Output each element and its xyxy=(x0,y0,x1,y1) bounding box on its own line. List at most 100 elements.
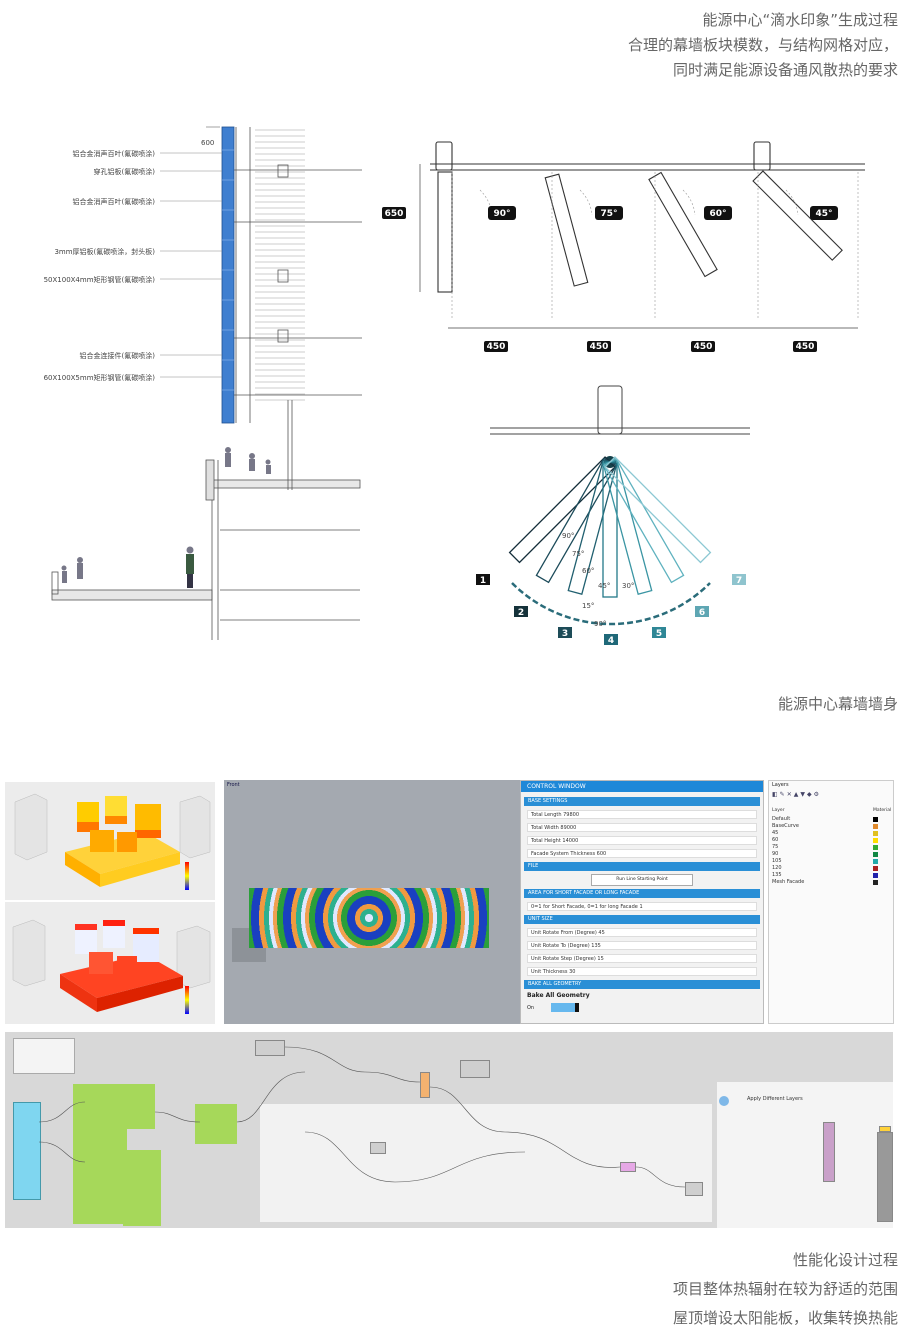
fan-angle-4: 45° xyxy=(598,582,610,590)
row-rotate-from[interactable]: Unit Rotate From (Degree) 45 xyxy=(527,928,757,937)
layer-color-swatch[interactable] xyxy=(873,838,878,843)
gh-node[interactable] xyxy=(620,1162,636,1172)
gh-node[interactable] xyxy=(879,1126,891,1132)
section-label-2: 穿孔铝板(氟碳喷涂) xyxy=(94,167,156,176)
layer-color-swatch[interactable] xyxy=(873,859,878,864)
spacing-badge-2: 450 xyxy=(590,342,609,352)
layers-title: Layers xyxy=(772,782,789,788)
gh-node[interactable] xyxy=(823,1122,835,1182)
layer-color-swatch[interactable] xyxy=(873,852,878,857)
louvre-fan-diagram: 90° 75° 60° 45° 30° 15° 90° 1 2 3 4 5 6 … xyxy=(476,385,750,646)
section-label-5: 50X100X4mm矩形钢管(氟碳喷涂) xyxy=(44,275,156,284)
gh-white-group xyxy=(260,1104,712,1222)
row-facade-thickness[interactable]: Facade System Thickness 600 xyxy=(527,849,757,858)
bake-toggle[interactable] xyxy=(551,1003,579,1012)
row-total-height[interactable]: Total Height 14000 xyxy=(527,836,757,845)
layer-item[interactable]: 135 xyxy=(772,872,782,878)
layer-item[interactable]: 45 xyxy=(772,830,779,836)
layer-item[interactable]: Mesh Facade xyxy=(772,879,805,885)
wall-section-drawing: 600 铝合金消声百叶(氟碳喷涂) 穿孔铝板(氟碳喷涂) 铝合金消声百叶(氟碳喷… xyxy=(44,126,362,640)
caption-bottom-line-2: 项目整体热辐射在较为舒适的范围 xyxy=(672,1280,898,1298)
layer-color-swatch[interactable] xyxy=(873,817,878,822)
section-label-3: 铝合金消声百叶(氟碳喷涂) xyxy=(73,197,156,206)
fan-angle-1: 90° xyxy=(562,532,574,540)
layer-item[interactable]: 60 xyxy=(772,837,779,843)
run-line-button[interactable]: Run Line Starting Point xyxy=(591,874,693,886)
gh-node[interactable] xyxy=(370,1142,386,1154)
layer-color-swatch[interactable] xyxy=(873,880,878,885)
facade-blue-strip xyxy=(222,127,234,423)
heatmap-panel-top xyxy=(5,782,215,900)
layer-item[interactable]: 75 xyxy=(772,844,779,850)
section-unit-size[interactable]: UNIT SIZE xyxy=(524,915,760,924)
gh-right-group xyxy=(717,1082,893,1228)
gh-right-label: Apply Different Layers xyxy=(747,1096,803,1102)
layers-header-right: Material xyxy=(873,808,892,813)
row-rotate-step[interactable]: Unit Rotate Step (Degree) 15 xyxy=(527,954,757,963)
bake-toggle-label: On xyxy=(527,1005,535,1011)
layer-item[interactable]: 90 xyxy=(772,851,779,857)
row-total-length[interactable]: Total Length 79800 xyxy=(527,810,757,819)
fan-angle-3: 60° xyxy=(582,567,594,575)
section-label-7: 60X100X5mm矩形钢管(氟碳喷涂) xyxy=(44,373,156,382)
heatmap-panel-bottom xyxy=(5,902,215,1024)
layer-color-swatch[interactable] xyxy=(873,845,878,850)
gh-node[interactable] xyxy=(255,1040,285,1056)
control-window-title: CONTROL WINDOW xyxy=(521,781,763,792)
section-label-6: 铝合金连接件(氟碳喷涂) xyxy=(80,351,156,360)
fan-number-2: 2 xyxy=(518,608,524,618)
layer-item[interactable]: BaseCurve xyxy=(772,823,799,829)
layer-item[interactable]: Default xyxy=(772,816,791,822)
layer-color-swatch[interactable] xyxy=(873,866,878,871)
fan-angle-2: 75° xyxy=(572,550,584,558)
gh-node[interactable] xyxy=(460,1060,490,1078)
layer-item[interactable]: 105 xyxy=(772,858,782,864)
layer-color-swatch[interactable] xyxy=(873,873,878,878)
gh-cyan-panel xyxy=(13,1102,41,1200)
bake-label: Bake All Geometry xyxy=(527,992,590,999)
gh-node[interactable] xyxy=(685,1182,703,1196)
section-base-settings[interactable]: BASE SETTINGS xyxy=(524,797,760,806)
louvre-hatching xyxy=(255,129,305,401)
layer-item[interactable]: 120 xyxy=(772,865,782,871)
gh-node[interactable] xyxy=(877,1132,893,1222)
gh-legend-box xyxy=(13,1038,75,1074)
fan-angle-6: 15° xyxy=(582,602,594,610)
fan-angle-7: 90° xyxy=(594,620,606,628)
gh-node[interactable] xyxy=(420,1072,430,1098)
section-facade[interactable]: AREA FOR SHORT FACADE OR LONG FACADE xyxy=(524,889,760,898)
row-total-width[interactable]: Total Width 89000 xyxy=(527,823,757,832)
grasshopper-canvas[interactable]: Apply Different Layers xyxy=(5,1032,893,1228)
row-facade-choice[interactable]: 0=1 for Short Facade, 0=1 for long Facad… xyxy=(527,902,757,911)
fan-number-4: 4 xyxy=(608,636,614,646)
header-line-1: 能源中心“滴水印象”生成过程 xyxy=(702,11,898,29)
section-file[interactable]: FILE xyxy=(524,862,760,871)
fan-number-7: 7 xyxy=(736,576,742,586)
header-line-2: 合理的幕墙板块模数，与结构网格对应， xyxy=(627,36,898,54)
people-figures xyxy=(61,447,271,588)
spacing-badge-1: 450 xyxy=(487,342,506,352)
gh-green-group-4 xyxy=(195,1104,237,1144)
caption-mid: 能源中心幕墙墙身 xyxy=(777,695,898,713)
layers-panel[interactable]: Layers ◧✎✕▲▼◆⚙ Layer Material Default Ba… xyxy=(768,780,894,1024)
control-window[interactable]: CONTROL WINDOW BASE SETTINGS Total Lengt… xyxy=(520,780,764,1024)
section-label-4: 3mm厚铝板(氟碳喷涂，封头板) xyxy=(54,247,155,256)
caption-bottom-line-3: 屋顶增设太阳能板，收集转换热能 xyxy=(672,1309,898,1327)
spacing-badge-3: 450 xyxy=(694,342,713,352)
top-dimension: 600 xyxy=(201,139,214,147)
height-dimension: 650 xyxy=(385,209,404,219)
row-unit-thickness[interactable]: Unit Thickness 30 xyxy=(527,967,757,976)
gh-blue-circle-icon xyxy=(719,1096,729,1106)
section-bake[interactable]: BAKE ALL GEOMETRY xyxy=(524,980,760,989)
layer-color-swatch[interactable] xyxy=(873,831,878,836)
angle-badge-75: 75° xyxy=(600,209,617,219)
viewport-label[interactable]: Front xyxy=(227,782,240,788)
layer-color-swatch[interactable] xyxy=(873,824,878,829)
facade-pattern xyxy=(249,888,489,948)
angle-badge-90: 90° xyxy=(493,209,510,219)
row-rotate-to[interactable]: Unit Rotate To (Degree) 135 xyxy=(527,941,757,950)
louvre-angle-diagram: 650 90° 75° 60° 45° 450 450 450 450 xyxy=(382,141,865,352)
gh-green-group-3 xyxy=(123,1150,161,1226)
viewport-panel[interactable]: Front xyxy=(224,780,520,1024)
gh-wires xyxy=(38,1046,686,1188)
